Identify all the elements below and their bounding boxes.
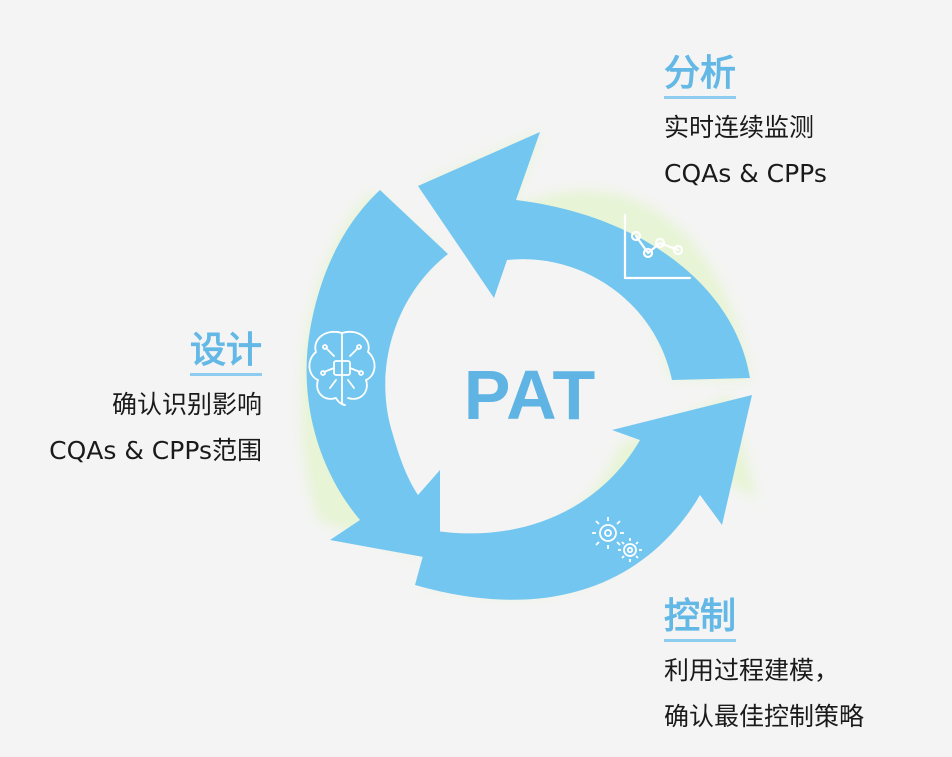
stage-design-line-1: 确认识别影响 xyxy=(111,390,262,420)
arrow-control xyxy=(415,395,752,600)
gears-icon xyxy=(592,517,642,562)
stage-control-title: 控制 xyxy=(664,596,737,643)
stage-analysis-line-2: CQAs & CPPs xyxy=(664,158,827,188)
arrow-analysis xyxy=(418,132,750,380)
stage-analysis-line-1: 实时连续监测 xyxy=(664,113,815,143)
stage-analysis: 分析 实时连续监测 CQAs & CPPs xyxy=(664,53,827,192)
stage-analysis-title: 分析 xyxy=(664,53,737,100)
brain-circuit-icon xyxy=(308,330,376,406)
arrow-design xyxy=(306,190,448,560)
stage-design: 设计 确认识别影响 CQAs & CPPs范围 xyxy=(49,330,262,469)
line-chart-icon xyxy=(623,213,692,280)
stage-design-title: 设计 xyxy=(189,330,262,377)
stage-control: 控制 利用过程建模， 确认最佳控制策略 xyxy=(664,596,864,735)
stage-design-line-2: CQAs & CPPs范围 xyxy=(49,435,262,465)
stage-control-line-1: 利用过程建模， xyxy=(664,656,840,686)
center-label-pat: PAT xyxy=(463,356,597,434)
stage-control-line-2: 确认最佳控制策略 xyxy=(664,701,865,731)
